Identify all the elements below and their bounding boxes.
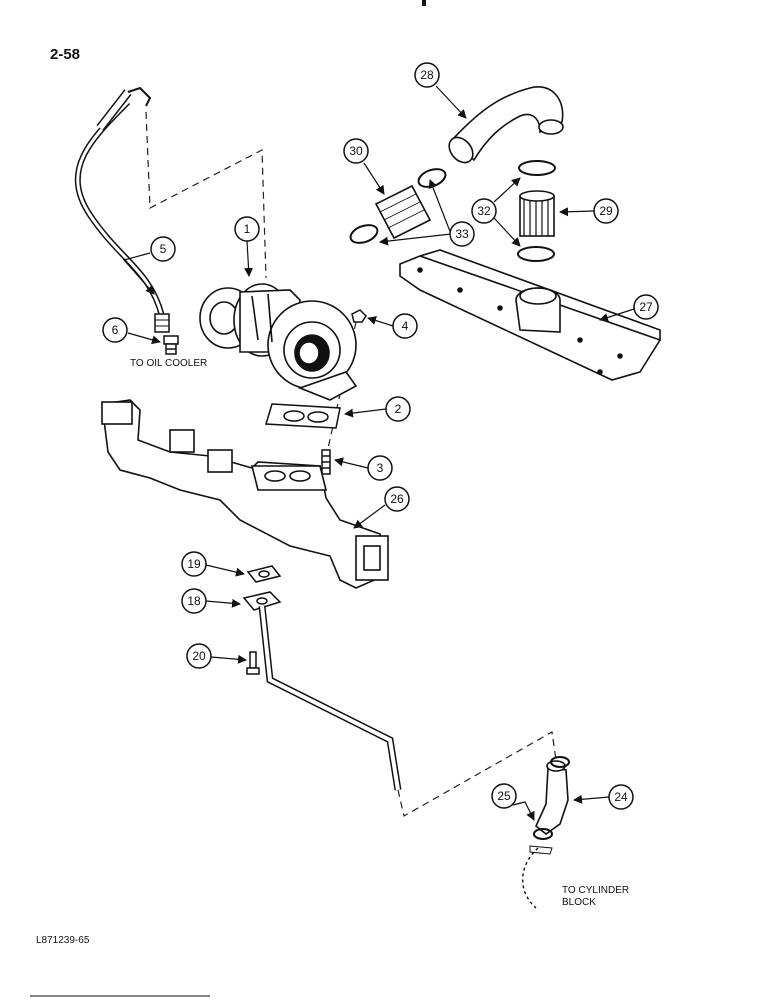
part-exhaust-manifold [101, 399, 389, 589]
svg-text:30: 30 [349, 144, 363, 158]
note-to-oil-cooler: TO OIL COOLER [130, 358, 208, 369]
callout-19: 19 [181, 551, 207, 577]
part-drain-tube [258, 605, 402, 791]
svg-text:18: 18 [187, 594, 201, 608]
part-gasket-turbo [265, 403, 341, 429]
dashed-guides [145, 111, 557, 817]
svg-text:24: 24 [614, 790, 628, 804]
callout-29: 29 [593, 198, 619, 224]
svg-text:3: 3 [377, 461, 384, 475]
cylinder-block-hose-outline [521, 847, 539, 909]
svg-text:1: 1 [244, 222, 251, 236]
callout-1: 1 [234, 216, 260, 242]
note-to-cylinder-block: TO CYLINDER BLOCK [562, 885, 629, 909]
svg-text:5: 5 [160, 242, 167, 256]
svg-text:6: 6 [112, 323, 119, 337]
note-to-cylinder-line1: TO CYLINDER [562, 885, 630, 896]
part-hose-clamps-25 [533, 756, 570, 840]
part-hose-clamps-32 [517, 160, 556, 262]
callout-26: 26 [384, 486, 410, 512]
part-oil-supply-line [74, 86, 170, 333]
svg-text:20: 20 [192, 649, 206, 663]
callout-6: 6 [102, 317, 128, 343]
figure-code: L871239-65 [36, 935, 90, 946]
callout-25: 25 [491, 783, 517, 809]
leader-lines [122, 85, 635, 821]
svg-text:2: 2 [395, 402, 402, 416]
page-number: 2-58 [50, 46, 81, 63]
svg-text:29: 29 [599, 204, 613, 218]
svg-text:33: 33 [455, 227, 469, 241]
callout-4: 4 [392, 313, 418, 339]
part-nut [351, 309, 367, 323]
svg-text:4: 4 [402, 319, 409, 333]
part-drain-hose [535, 760, 569, 836]
callout-20: 20 [186, 643, 212, 669]
svg-text:27: 27 [639, 300, 653, 314]
callout-24: 24 [608, 784, 634, 810]
callout-3: 3 [367, 455, 393, 481]
svg-text:26: 26 [390, 492, 404, 506]
part-hose-29 [519, 190, 555, 237]
callout-18: 18 [181, 588, 207, 614]
callout-5: 5 [150, 236, 176, 262]
callout-28: 28 [414, 62, 440, 88]
callout-27: 27 [633, 294, 659, 320]
callouts: 1 2 3 4 5 6 18 19 20 24 25 26 27 28 29 3… [102, 62, 659, 810]
part-bolt-20 [246, 651, 260, 675]
svg-text:28: 28 [420, 68, 434, 82]
part-hose-sleeve [374, 184, 432, 240]
callout-30: 30 [343, 138, 369, 164]
part-intake-cover [399, 249, 662, 381]
cylinder-block-fitting [529, 845, 553, 855]
part-fitting [163, 335, 179, 355]
callout-33: 33 [449, 221, 475, 247]
svg-text:32: 32 [477, 204, 491, 218]
svg-text:25: 25 [497, 789, 511, 803]
part-gasket-19 [246, 565, 282, 583]
callout-32: 32 [471, 198, 497, 224]
part-intake-elbow [448, 86, 564, 164]
callout-2: 2 [385, 396, 411, 422]
part-turbocharger [199, 283, 358, 401]
note-to-cylinder-line2: BLOCK [562, 897, 596, 908]
part-flange-18 [242, 591, 282, 611]
part-stud [321, 449, 331, 475]
svg-text:19: 19 [187, 557, 201, 571]
